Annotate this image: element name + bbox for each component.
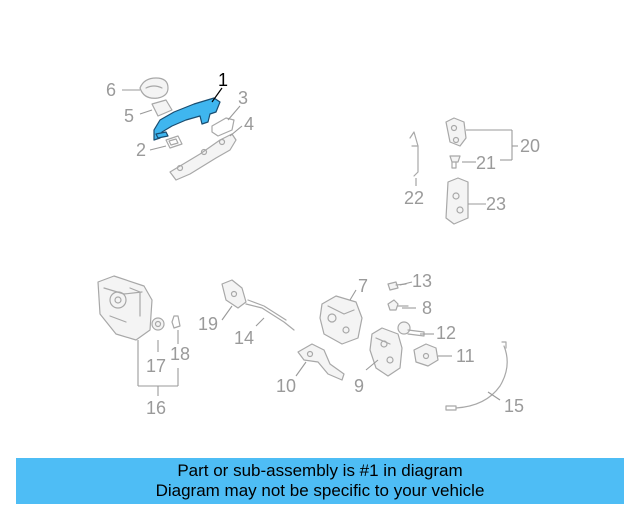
callout-19: 19 xyxy=(198,314,218,334)
part-21-clip xyxy=(449,155,461,169)
callout-21: 21 xyxy=(476,153,496,173)
callout-11: 11 xyxy=(456,346,475,366)
callout-6: 6 xyxy=(106,80,116,100)
part-4-frame xyxy=(169,133,237,181)
callout-12: 12 xyxy=(436,323,456,343)
info-banner: Part or sub-assembly is #1 in diagram Di… xyxy=(16,458,624,504)
callout-23: 23 xyxy=(486,194,506,214)
part-19-bracket xyxy=(221,279,247,309)
callout-10: 10 xyxy=(276,376,296,396)
part-5-pad xyxy=(151,99,173,117)
part-6-cap xyxy=(139,77,169,99)
part-13-bolt xyxy=(387,281,407,291)
callout-15: 15 xyxy=(504,396,524,416)
callout-17: 17 xyxy=(146,356,166,376)
part-1-outside-handle xyxy=(153,97,221,141)
callout-14: 14 xyxy=(234,328,254,348)
part-20-bracket xyxy=(445,117,467,147)
part-11-bracket xyxy=(413,343,439,367)
part-9-actuator xyxy=(369,327,403,377)
banner-line-2: Diagram may not be specific to your vehi… xyxy=(155,481,485,500)
callout-8: 8 xyxy=(422,298,432,318)
part-23-hinge xyxy=(445,177,469,225)
part-18-clip xyxy=(171,315,181,329)
part-8-screw xyxy=(387,299,409,311)
callout-2: 2 xyxy=(136,140,146,160)
callout-5: 5 xyxy=(124,106,134,126)
part-16-lock-housing xyxy=(97,275,153,341)
callout-3: 3 xyxy=(238,88,248,108)
callout-20: 20 xyxy=(520,136,540,156)
part-14-rod xyxy=(245,299,295,331)
callout-16: 16 xyxy=(146,398,166,418)
part-7-latch xyxy=(319,295,363,345)
part-15-cable xyxy=(445,341,508,411)
part-10-lever xyxy=(297,343,345,381)
banner-line-1: Part or sub-assembly is #1 in diagram xyxy=(177,461,463,480)
callout-9: 9 xyxy=(354,376,364,396)
callout-13: 13 xyxy=(412,271,432,291)
part-17-grommet xyxy=(151,317,165,331)
callout-18: 18 xyxy=(170,344,190,364)
callout-7: 7 xyxy=(358,276,368,296)
callout-4: 4 xyxy=(244,114,254,134)
part-2-seal xyxy=(165,135,183,149)
callout-22: 22 xyxy=(404,188,424,208)
part-22-rod xyxy=(409,131,419,177)
callout-1: 1 xyxy=(218,70,228,90)
part-3-gasket xyxy=(211,117,235,137)
